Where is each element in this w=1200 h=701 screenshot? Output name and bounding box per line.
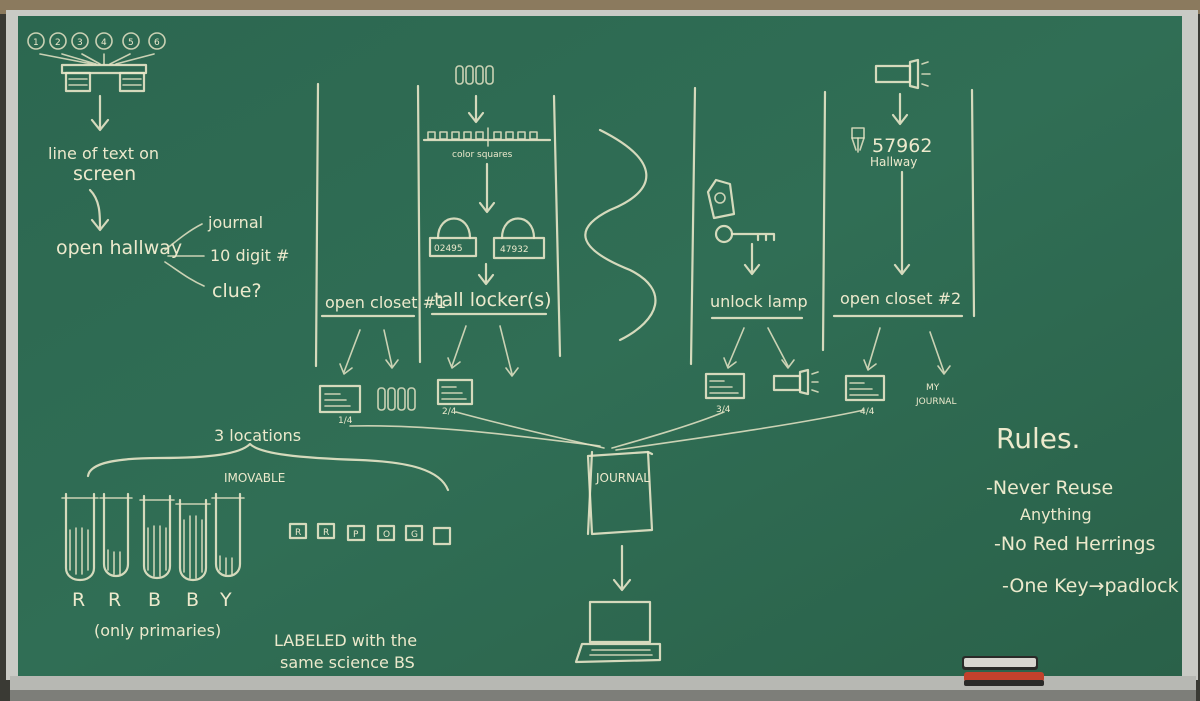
tube-label: R: [72, 589, 85, 611]
journal-page-icon: [318, 384, 362, 414]
rule-1a: -Never Reuse: [986, 477, 1113, 499]
eraser: [962, 656, 1044, 686]
locations-label: 3 locations: [214, 426, 301, 445]
padlock-icon: [428, 217, 478, 258]
arrow-down-icon: [893, 170, 911, 276]
labeled-line-2: same science BS: [280, 653, 415, 672]
square-label: P: [353, 530, 359, 540]
chalk-tray: [10, 676, 1196, 694]
arrow-down-icon: [90, 94, 110, 132]
laptop-icon: [574, 600, 662, 664]
chalk-tray-edge: [10, 690, 1196, 701]
rules-title: Rules.: [996, 422, 1080, 455]
wavy-separator: [584, 128, 657, 342]
color-squares-icon: [422, 127, 552, 147]
page-label: 1/4: [338, 416, 353, 426]
open-closet-2-column: 57962 Hallway open closet #2: [832, 58, 964, 318]
arrow-down-icon: [478, 162, 496, 214]
journal-book-icon: [586, 450, 654, 536]
branch-10-digit: 10 digit #: [210, 246, 289, 265]
bottom-left: 3 locations IMOVABLE R R: [61, 426, 452, 672]
journal-page-icon: [844, 374, 886, 402]
my-journal-label-1: MY: [926, 383, 940, 393]
board-surface: [18, 16, 1182, 676]
tube-label: B: [186, 589, 199, 611]
arrow-down-icon: [743, 242, 761, 276]
step-screen: screen: [73, 163, 136, 185]
converging-lines: [349, 409, 865, 451]
items-row: 1/4 2/4 3/4 4/4 MY JOURNAL: [318, 368, 956, 426]
four-bars-icon: [455, 65, 494, 85]
arrow-down-icon: [612, 544, 632, 592]
four-bars-icon: [377, 387, 416, 411]
journal-page-icon: [704, 372, 746, 400]
immovable-label: IMOVABLE: [224, 471, 285, 485]
branch-journal: journal: [207, 213, 263, 232]
labeled-squares: R R P O G: [288, 522, 452, 546]
desk-icon: [60, 63, 148, 93]
step-open-closet-1: open closet #1: [325, 293, 446, 312]
left-flow: 1 2 3 4 5 6 line of text on screen open …: [27, 32, 289, 302]
circle-label: 1: [33, 38, 39, 48]
step-unlock-lamp: unlock lamp: [710, 292, 808, 311]
arrow-down-icon: [891, 92, 909, 126]
test-tube-icon: [139, 494, 175, 580]
code-57962: 57962: [872, 135, 932, 157]
circle-label: 4: [101, 38, 107, 48]
tall-lockers-column: color squares 02495 47932 tall locker(s): [422, 65, 552, 316]
color-squares-label: color squares: [452, 150, 513, 160]
rule-2: -No Red Herrings: [994, 533, 1155, 555]
flashlight-icon: [874, 58, 931, 90]
square-label: G: [411, 530, 418, 540]
rule-1b: Anything: [1020, 505, 1092, 524]
test-tube-icon: [175, 498, 211, 582]
journal-title: JOURNAL: [595, 471, 650, 485]
item-arrows: [339, 325, 951, 377]
arrow-down-icon: [88, 188, 110, 232]
page-label: 3/4: [716, 405, 731, 415]
column-dividers: [314, 82, 976, 368]
my-journal-label-2: JOURNAL: [915, 397, 956, 407]
circle-label: 5: [128, 38, 134, 48]
labeled-line-1: LABELED with the: [274, 631, 417, 650]
branch-clue: clue?: [212, 280, 262, 302]
key-icon: [714, 224, 776, 244]
circle-label: 2: [55, 38, 61, 48]
circle-label: 6: [154, 38, 160, 48]
flashlight-icon: [772, 368, 819, 396]
page-label: 4/4: [860, 407, 875, 417]
step-line-of-text: line of text on: [48, 144, 159, 163]
tube-label: R: [108, 589, 121, 611]
only-primaries-label: (only primaries): [94, 621, 221, 640]
circle-label: 3: [77, 38, 83, 48]
page-label: 2/4: [442, 407, 457, 417]
hallway-label: Hallway: [870, 155, 917, 169]
numbered-circles: 1 2 3 4 5 6: [27, 32, 166, 50]
rules-block: Rules. -Never Reuse Anything -No Red Her…: [986, 422, 1179, 597]
unlock-lamp-column: unlock lamp: [706, 178, 808, 320]
square-label: R: [323, 528, 329, 538]
padlock-icon: [492, 217, 546, 260]
test-tube-icon: [99, 492, 133, 578]
paintbrush-icon: [851, 127, 865, 153]
square-label: R: [295, 528, 301, 538]
square-label: O: [383, 530, 390, 540]
lamp-tag-icon: [706, 178, 736, 220]
arrow-down-icon: [467, 94, 485, 124]
brace: [86, 442, 450, 492]
rule-3: -One Key→padlock: [1002, 575, 1179, 597]
tube-label: B: [148, 589, 161, 611]
arrow-down-icon: [477, 262, 495, 286]
lock-code-a: 02495: [434, 244, 463, 254]
step-tall-lockers: tall locker(s): [434, 289, 552, 311]
lock-code-b: 47932: [500, 245, 529, 255]
test-tube-icon: [61, 492, 99, 582]
tube-label: Y: [219, 589, 232, 611]
test-tube-icon: [211, 492, 245, 578]
step-open-closet-2: open closet #2: [840, 289, 961, 308]
step-open-hallway: open hallway: [56, 237, 182, 259]
journal-page-icon: [436, 378, 474, 406]
